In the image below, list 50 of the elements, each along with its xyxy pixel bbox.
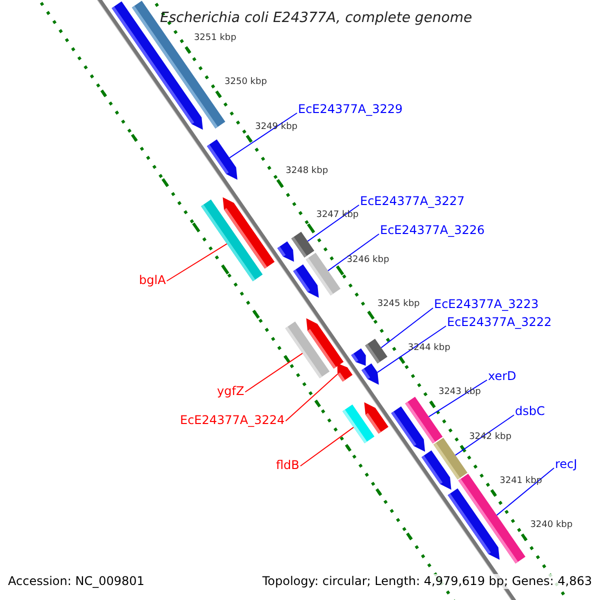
- leader-line: [380, 308, 434, 348]
- gene-feature: [448, 488, 500, 560]
- gene-label: recJ: [555, 457, 578, 471]
- gene-feature: [361, 363, 379, 385]
- tick-label: 3250 kbp: [224, 77, 267, 88]
- gene-feature: [391, 406, 426, 452]
- gene-feature: [291, 232, 314, 258]
- tick-label: 3243 kbp: [438, 387, 481, 398]
- gene-label: EcE24377A_3226: [380, 223, 485, 237]
- leader-line: [166, 243, 228, 282]
- tick-label: 3251 kbp: [194, 33, 236, 44]
- gene-label: EcE24377A_3227: [360, 194, 465, 208]
- gene-label: EcE24377A_3223: [434, 297, 539, 311]
- gene-label: EcE24377A_3224: [180, 413, 285, 427]
- leader-line: [307, 204, 360, 242]
- gene-label: xerD: [488, 369, 516, 383]
- leader-line: [377, 326, 446, 373]
- leader-line: [428, 380, 488, 418]
- gene-feature: [277, 241, 294, 262]
- gene-label: EcE24377A_3229: [298, 102, 403, 116]
- tick-label: 3245 kbp: [377, 298, 420, 310]
- gene-label: fldB: [276, 458, 300, 472]
- genome-info-note: Topology: circular; Length: 4,979,619 bp; Genes: 4,863: [262, 574, 592, 589]
- gene-label: dsbC: [515, 404, 545, 418]
- gene-feature: [364, 402, 388, 434]
- gene-feature: [422, 450, 452, 490]
- tick-label: 3247 kbp: [316, 210, 359, 222]
- gene-label: ygfZ: [217, 384, 244, 398]
- leader-line: [328, 234, 380, 272]
- tick-label: 3248 kbp: [286, 166, 328, 177]
- leader-line: [496, 468, 554, 516]
- gene-feature: [293, 264, 319, 298]
- tick-label: 3249 kbp: [255, 122, 298, 133]
- gene-feature: [337, 363, 353, 382]
- title: Escherichia coli E24377A, complete genome: [160, 9, 472, 27]
- tick-label: 3246 kbp: [346, 254, 390, 266]
- leader-line: [454, 414, 514, 456]
- gene-feature: [351, 348, 366, 366]
- gene-label: EcE24377A_3222: [447, 315, 552, 329]
- tick-label: 3240 kbp: [530, 520, 573, 532]
- leader-line: [300, 426, 354, 466]
- leader-line: [229, 112, 298, 158]
- accession-note: Accession: NC_009801: [8, 574, 144, 589]
- gene-feature: [365, 338, 388, 364]
- gene-feature: [206, 139, 238, 180]
- gene-feature: [306, 318, 344, 369]
- gene-feature: [222, 197, 275, 269]
- gene-label: bglA: [139, 273, 166, 287]
- leader-line: [285, 374, 338, 422]
- leader-line: [244, 352, 303, 392]
